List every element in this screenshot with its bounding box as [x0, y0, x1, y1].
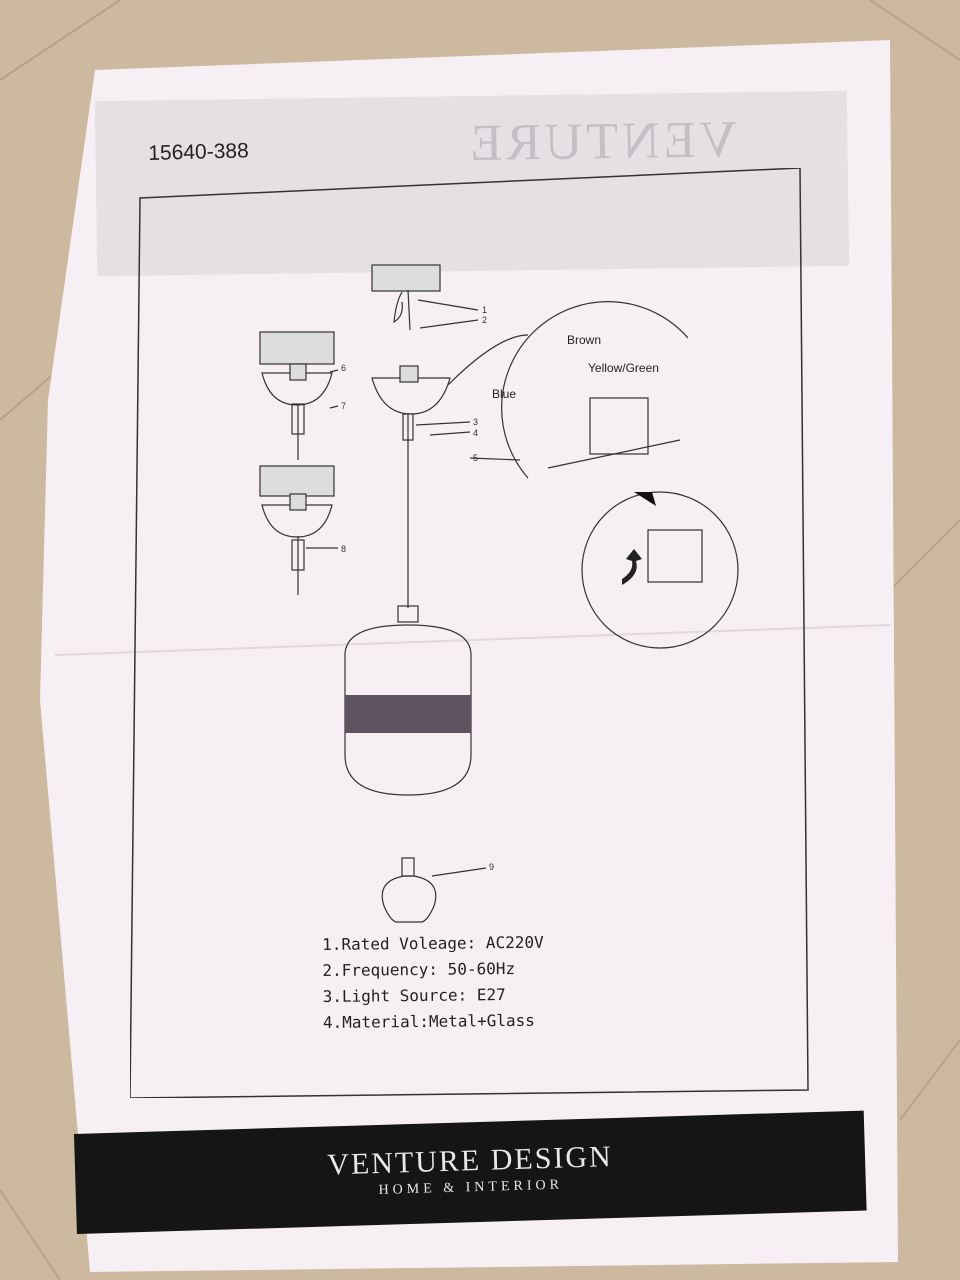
glass-shade	[344, 624, 472, 796]
wiring-detail-circle	[501, 301, 689, 479]
arrow-icon	[634, 492, 656, 506]
callout-9: 9	[489, 862, 494, 872]
light-bulb-drawing	[381, 875, 437, 923]
canopy-main	[371, 377, 451, 415]
callout-4: 4	[473, 428, 478, 438]
rotate-arrow-icon	[622, 549, 642, 585]
ceiling-block-left	[259, 331, 335, 365]
spec-voltage: 1.Rated Voleage: AC220V	[322, 932, 544, 954]
callout-3: 3	[473, 417, 478, 427]
callout-6: 6	[341, 363, 346, 373]
shade-band	[345, 695, 471, 733]
callout-7: 7	[341, 401, 346, 411]
callout-5: 5	[473, 453, 478, 463]
label-yellow-green: Yellow/Green	[588, 361, 659, 375]
spec-frequency: 2.Frequency: 50-60Hz	[322, 958, 516, 980]
spec-light-source: 3.Light Source: E27	[322, 985, 506, 1006]
callout-2: 2	[482, 315, 487, 325]
callout-8: 8	[341, 544, 346, 554]
ceiling-block-main	[371, 264, 441, 292]
terminal-block	[589, 397, 649, 455]
spec-material: 4.Material:Metal+Glass	[322, 1010, 535, 1032]
callout-1: 1	[482, 305, 487, 315]
tighten-detail-circle	[581, 491, 739, 649]
label-brown: Brown	[567, 333, 602, 347]
label-blue: Blue	[492, 387, 517, 401]
spec-list: 1.Rated Voleage: AC220V 2.Frequency: 50-…	[322, 930, 545, 1036]
